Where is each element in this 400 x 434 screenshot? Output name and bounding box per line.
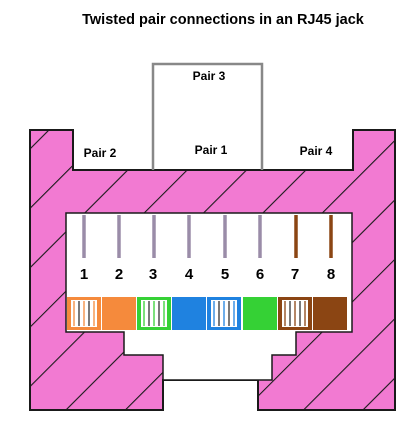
pin-4-number: 4 (185, 266, 194, 283)
pin-8-wire (313, 297, 347, 330)
pin-2: 2 (102, 215, 136, 330)
pin-6-wire (243, 297, 277, 330)
pin-6-number: 6 (256, 266, 264, 283)
pair-2-label: Pair 2 (84, 146, 117, 160)
pin-1: 1 (67, 215, 101, 330)
diagram-title: Twisted pair connections in an RJ45 jack (82, 12, 365, 28)
pin-7: 7 (278, 215, 312, 330)
pin-5-number: 5 (221, 266, 229, 283)
pin-2-wire (102, 297, 136, 330)
pair-4-label: Pair 4 (300, 144, 333, 158)
jack-cavity (65, 212, 353, 381)
pin-6: 6 (243, 215, 277, 330)
pin-7-number: 7 (291, 266, 299, 283)
pair-3-bracket (151, 62, 264, 170)
pin-1-number: 1 (80, 266, 88, 283)
pair-1-label: Pair 1 (195, 143, 228, 157)
pin-8-number: 8 (327, 266, 335, 283)
pair-3-label: Pair 3 (193, 69, 226, 83)
pin-4: 4 (172, 215, 206, 330)
pin-5: 5 (207, 215, 241, 330)
pin-3-number: 3 (149, 266, 157, 283)
pin-2-number: 2 (115, 266, 123, 283)
pin-4-wire (172, 297, 206, 330)
pin-3: 3 (137, 215, 171, 330)
pin-8: 8 (313, 215, 347, 330)
